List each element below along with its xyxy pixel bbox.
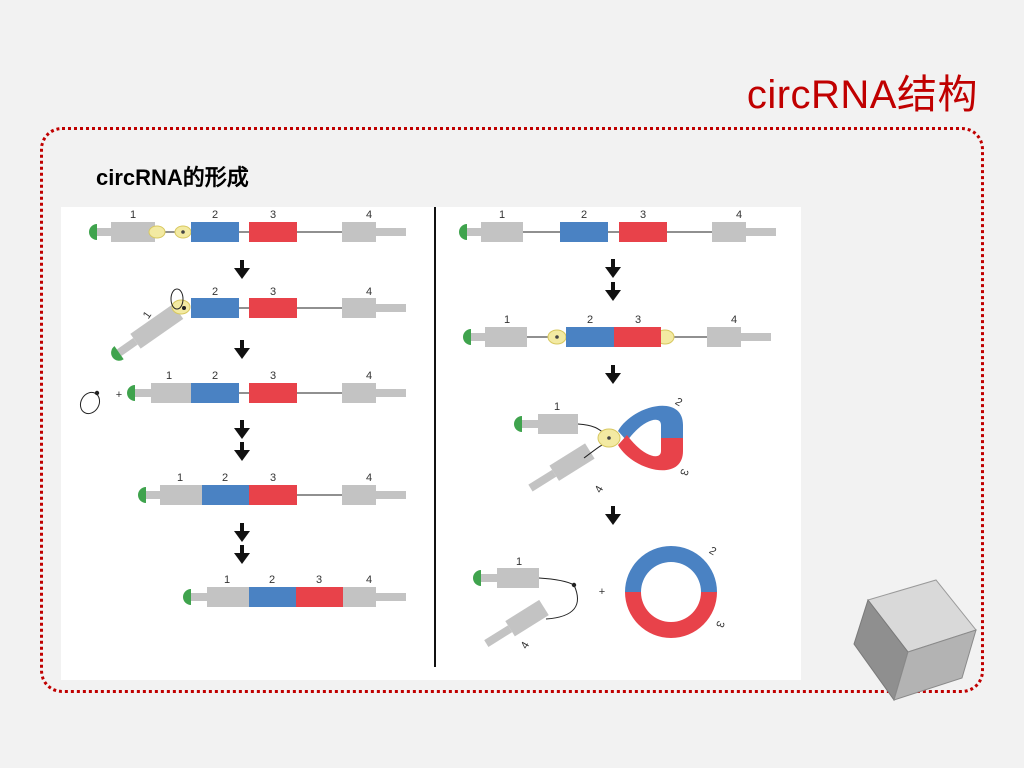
exon-label: 1 xyxy=(177,472,183,484)
exon-label: 1 xyxy=(516,556,522,568)
circrna-ring-blue xyxy=(625,546,717,592)
exon-label: 4 xyxy=(366,472,372,484)
exon-label: 1 xyxy=(554,401,560,413)
exon-label: 2 xyxy=(212,209,218,221)
circrna-ring-red xyxy=(625,592,717,638)
exon-1 xyxy=(111,222,155,242)
arrow-down-icon xyxy=(234,260,250,279)
exon-label: 1 xyxy=(504,314,510,326)
exon-2 xyxy=(191,222,239,242)
exon-label: 4 xyxy=(366,574,372,586)
exon-label: 2 xyxy=(212,286,218,298)
exon-label: 3 xyxy=(713,619,726,629)
right-row-2: 1 2 3 4 xyxy=(463,314,771,347)
left-row-5: 1 2 3 4 xyxy=(183,574,406,607)
section-subtitle: circRNA的形成 xyxy=(96,165,249,190)
left-row-4: 1 2 3 4 xyxy=(138,472,406,505)
exon-label: 3 xyxy=(635,314,641,326)
arrow-down-icon xyxy=(605,365,621,384)
exon-label: 3 xyxy=(640,209,646,221)
exon-label: 1 xyxy=(166,370,172,382)
exon-label: 3 xyxy=(270,472,276,484)
exon-label: 2 xyxy=(673,396,684,409)
right-row-4: + 1 4 2 3 xyxy=(473,545,727,651)
right-row-1: 1 2 3 4 xyxy=(459,209,776,242)
exon-label: 3 xyxy=(316,574,322,586)
slide-title: circRNA结构 xyxy=(746,73,978,117)
exon-label: 2 xyxy=(581,209,587,221)
arrow-down-icon xyxy=(605,506,621,525)
figure-canvas: 1 2 3 4 1 2 3 4 xyxy=(79,207,776,667)
arrow-down-icon xyxy=(234,523,250,564)
exon-label: 2 xyxy=(707,545,718,558)
exon-label: 2 xyxy=(269,574,275,586)
exon-label: 1 xyxy=(141,309,154,321)
plus-sign: + xyxy=(116,389,122,401)
left-row-1: 1 2 3 4 xyxy=(89,209,406,242)
exon-label: 4 xyxy=(593,484,606,495)
left-row-2: 1 2 3 4 xyxy=(111,286,406,361)
exon-label: 3 xyxy=(270,209,276,221)
exon-label: 2 xyxy=(212,370,218,382)
exon-3 xyxy=(249,222,297,242)
exon-label: 3 xyxy=(270,286,276,298)
exon-label: 4 xyxy=(366,209,372,221)
arrow-down-icon xyxy=(605,259,621,301)
left-row-3: + 1 2 3 4 xyxy=(79,370,406,415)
exon-label: 4 xyxy=(731,314,737,326)
right-row-3: 4 1 2 3 xyxy=(514,396,691,495)
exon-label: 4 xyxy=(366,286,372,298)
exon-label: 1 xyxy=(499,209,505,221)
exon-label: 1 xyxy=(130,209,136,221)
cube-icon xyxy=(853,579,977,702)
arrow-down-icon xyxy=(234,340,250,359)
exon-label: 1 xyxy=(224,574,230,586)
exon-label: 2 xyxy=(587,314,593,326)
exon-label: 2 xyxy=(222,472,228,484)
plus-sign: + xyxy=(599,586,605,598)
exon-label: 4 xyxy=(519,640,532,651)
exon-label: 3 xyxy=(677,467,690,477)
dotted-frame xyxy=(40,127,984,693)
arrow-down-icon xyxy=(234,420,250,461)
exon-4 xyxy=(342,222,376,242)
exon-label: 4 xyxy=(366,370,372,382)
exon-label: 4 xyxy=(736,209,742,221)
exon-label: 3 xyxy=(270,370,276,382)
circrna-formation-figure: 1 2 3 4 1 2 3 4 xyxy=(61,207,801,680)
cap-icon xyxy=(89,224,97,240)
